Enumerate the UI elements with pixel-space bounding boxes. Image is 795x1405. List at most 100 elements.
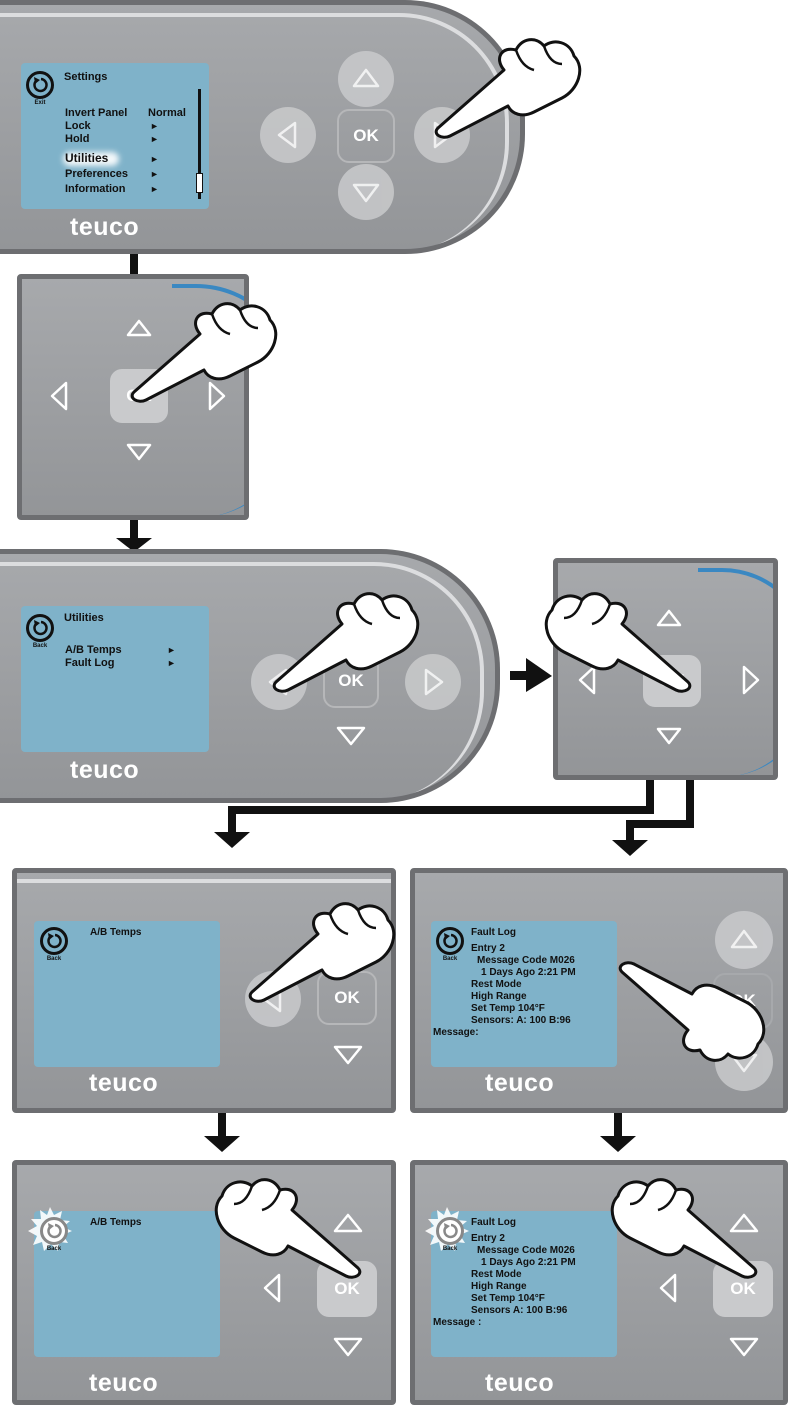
fault-line: Set Temp 104°F bbox=[471, 1293, 545, 1304]
menu-item-information[interactable]: Information bbox=[65, 183, 126, 195]
triangle-right-icon[interactable] bbox=[736, 663, 766, 697]
screen-title: Settings bbox=[64, 71, 108, 83]
fault-line: 1 Days Ago 2:21 PM bbox=[481, 1257, 576, 1268]
screen-title: A/B Temps bbox=[90, 927, 142, 938]
fault-line: Message: bbox=[433, 1027, 479, 1038]
exit-button[interactable] bbox=[26, 71, 54, 99]
menu-item-utilities[interactable]: Utilities bbox=[65, 151, 109, 165]
pointing-hand-icon bbox=[618, 961, 766, 1062]
pointing-hand-icon bbox=[130, 302, 278, 403]
pointing-hand-icon bbox=[434, 38, 582, 139]
exit-label: Exit bbox=[34, 100, 46, 106]
menu-item-invert-panel[interactable]: Invert Panel bbox=[65, 107, 128, 119]
display-screen: Back A/B Temps bbox=[34, 921, 220, 1067]
teuco-logo: teuco bbox=[89, 1369, 159, 1397]
triangle-up-icon bbox=[352, 68, 380, 88]
screen-title: Fault Log bbox=[471, 1217, 516, 1228]
back-label: Back bbox=[46, 1246, 62, 1252]
display-screen: Back Utilities A/B Temps ► Fault Log ► bbox=[21, 606, 209, 752]
menu-arrow: ► bbox=[150, 134, 159, 144]
fault-line: Message Code M026 bbox=[477, 1245, 575, 1256]
triangle-up-icon[interactable] bbox=[124, 313, 154, 343]
back-arrow-icon bbox=[33, 77, 48, 93]
triangle-down-icon[interactable] bbox=[124, 437, 154, 467]
fault-line: High Range bbox=[471, 991, 527, 1002]
triangle-up-icon bbox=[730, 929, 758, 949]
back-button-pressed[interactable] bbox=[40, 1217, 68, 1245]
teuco-logo: teuco bbox=[485, 1069, 555, 1097]
pointing-hand-icon bbox=[272, 592, 420, 693]
control-panel-settings: Exit Settings Invert Panel Normal Lock ►… bbox=[0, 0, 525, 254]
scrollbar[interactable] bbox=[198, 89, 201, 199]
triangle-down-icon[interactable] bbox=[331, 1039, 365, 1069]
teuco-logo: teuco bbox=[89, 1069, 159, 1097]
teuco-logo: teuco bbox=[485, 1369, 555, 1397]
triangle-left-icon[interactable] bbox=[257, 1271, 287, 1305]
screen-title: Utilities bbox=[64, 612, 104, 624]
ok-label: OK bbox=[334, 1279, 360, 1298]
triangle-down-icon[interactable] bbox=[727, 1331, 761, 1361]
screen-title: Fault Log bbox=[471, 927, 516, 938]
left-button[interactable] bbox=[260, 107, 316, 163]
ok-label: OK bbox=[353, 126, 379, 145]
triangle-down-icon[interactable] bbox=[654, 721, 684, 751]
triangle-up-icon[interactable] bbox=[727, 1209, 761, 1239]
back-button[interactable] bbox=[40, 927, 68, 955]
display-screen: Back Fault Log Entry 2 Message Code M026… bbox=[431, 921, 617, 1067]
control-panel-utilities: Back Utilities A/B Temps ► Fault Log ► t… bbox=[0, 549, 500, 803]
menu-value-invert-panel: Normal bbox=[148, 107, 186, 119]
triangle-down-icon[interactable] bbox=[334, 720, 368, 750]
pointing-hand-icon bbox=[544, 592, 692, 693]
up-button[interactable] bbox=[338, 51, 394, 107]
menu-item-hold[interactable]: Hold bbox=[65, 133, 90, 145]
back-label: Back bbox=[442, 956, 458, 962]
menu-arrow: ► bbox=[167, 658, 176, 668]
down-button[interactable] bbox=[338, 164, 394, 220]
back-label: Back bbox=[32, 643, 48, 649]
menu-arrow: ► bbox=[150, 169, 159, 179]
triangle-right-icon bbox=[424, 668, 444, 696]
back-arrow-icon bbox=[33, 620, 48, 636]
pointing-hand-icon bbox=[248, 902, 396, 1003]
back-button-pressed[interactable] bbox=[436, 1217, 464, 1245]
triangle-up-icon[interactable] bbox=[654, 603, 684, 633]
fault-line: Rest Mode bbox=[471, 979, 522, 990]
control-panel-fault-log-back: Back Fault Log Entry 2 Message Code M026… bbox=[410, 1160, 788, 1405]
menu-item-preferences[interactable]: Preferences bbox=[65, 168, 128, 180]
fault-line: High Range bbox=[471, 1281, 527, 1292]
triangle-left-icon[interactable] bbox=[572, 663, 602, 697]
triangle-left-icon bbox=[277, 121, 297, 149]
scrollbar-thumb[interactable] bbox=[196, 173, 203, 193]
ok-button[interactable]: OK bbox=[337, 109, 395, 163]
fault-line: Set Temp 104°F bbox=[471, 1003, 545, 1014]
ok-label: OK bbox=[338, 671, 364, 690]
right-button[interactable] bbox=[405, 654, 461, 710]
triangle-down-icon bbox=[352, 183, 380, 203]
triangle-right-icon[interactable] bbox=[202, 379, 232, 413]
back-arrow-icon bbox=[47, 1223, 62, 1239]
fault-line: Message : bbox=[433, 1317, 482, 1328]
display-screen: Back Fault Log Entry 2 Message Code M026… bbox=[425, 1207, 617, 1357]
triangle-down-icon[interactable] bbox=[331, 1331, 365, 1361]
up-button[interactable] bbox=[715, 911, 773, 969]
back-button[interactable] bbox=[26, 614, 54, 642]
menu-item-ab-temps[interactable]: A/B Temps bbox=[65, 644, 122, 656]
pointing-hand-icon bbox=[214, 1178, 362, 1279]
fault-line: 1 Days Ago 2:21 PM bbox=[481, 967, 576, 978]
fault-line: Entry 2 bbox=[471, 1233, 505, 1244]
back-arrow-icon bbox=[47, 933, 62, 949]
menu-item-fault-log[interactable]: Fault Log bbox=[65, 657, 115, 669]
fault-line: Rest Mode bbox=[471, 1269, 522, 1280]
teuco-logo: teuco bbox=[70, 756, 140, 784]
back-label: Back bbox=[442, 1246, 458, 1252]
triangle-left-icon[interactable] bbox=[653, 1271, 683, 1305]
fault-line: Sensors: A: 100 B:96 bbox=[471, 1015, 571, 1026]
back-arrow-icon bbox=[443, 933, 458, 949]
triangle-left-icon[interactable] bbox=[44, 379, 74, 413]
menu-item-lock[interactable]: Lock bbox=[65, 120, 91, 132]
back-button[interactable] bbox=[436, 927, 464, 955]
triangle-up-icon[interactable] bbox=[331, 1209, 365, 1239]
menu-arrow: ► bbox=[150, 121, 159, 131]
display-screen: Exit Settings Invert Panel Normal Lock ►… bbox=[21, 63, 209, 209]
back-arrow-icon bbox=[443, 1223, 458, 1239]
